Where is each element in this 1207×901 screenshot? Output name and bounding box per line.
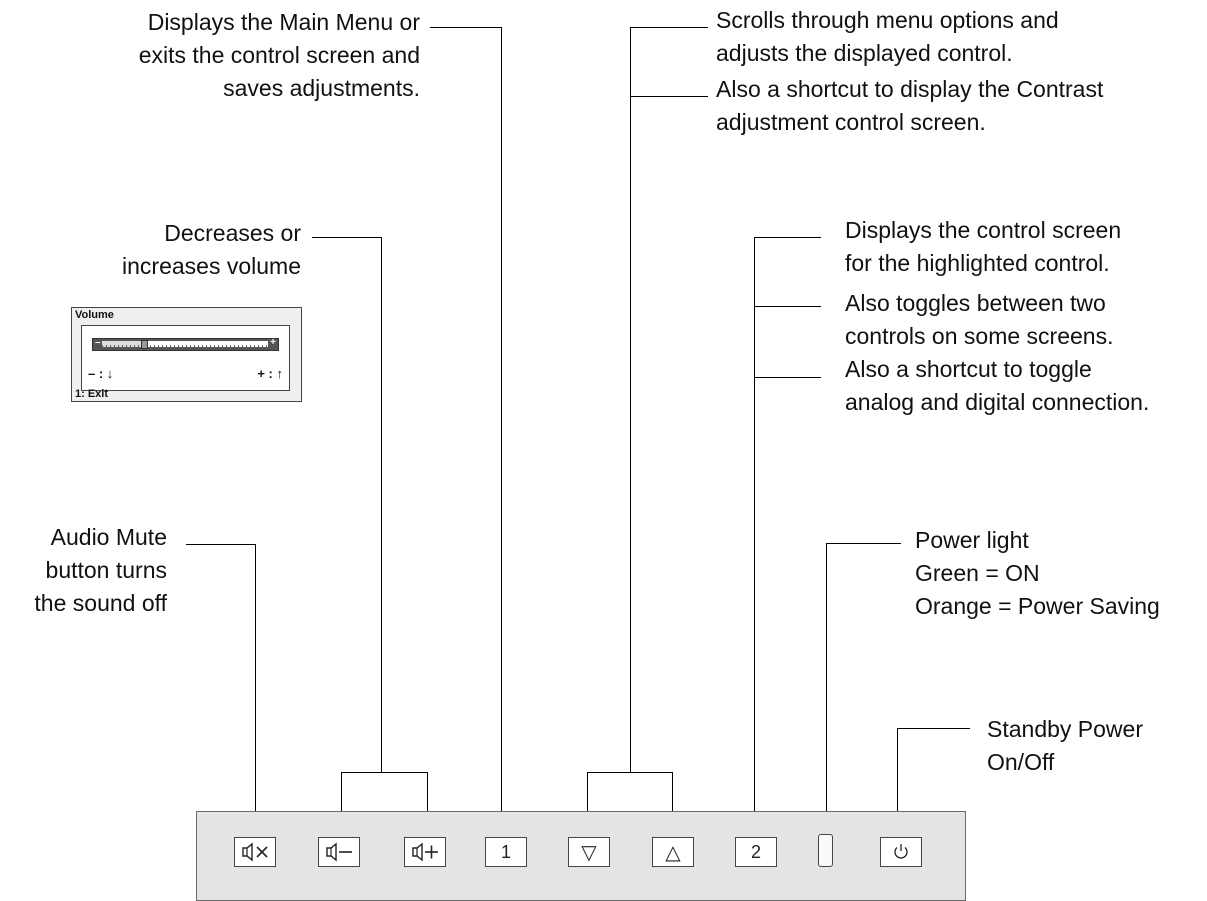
leader-scroll-v <box>630 27 631 773</box>
up-button[interactable]: △ <box>652 837 694 867</box>
power-button[interactable] <box>880 837 922 867</box>
leader-volume-bracket-r <box>427 772 428 813</box>
label-line: Decreases or <box>164 220 301 246</box>
leader-volume <box>312 237 382 238</box>
leader-volume-bracket <box>341 772 428 773</box>
label-toggle-connection: Also a shortcut to toggle analog and dig… <box>845 353 1149 419</box>
label-line: analog and digital connection. <box>845 389 1150 415</box>
leader-scroll-bracket-l <box>587 772 588 813</box>
leader-mute <box>186 544 256 545</box>
leader-control-screen <box>754 237 821 238</box>
label-line: increases volume <box>122 253 301 279</box>
volume-osd: Volume – + – : ↓ + : ↑ 1: Exit <box>71 307 302 402</box>
leader-scroll-bracket <box>587 772 673 773</box>
leader-volume-v <box>381 237 382 773</box>
label-line: adjusts the displayed control. <box>716 40 1013 66</box>
osd-minus: – <box>95 337 101 348</box>
power-led <box>818 834 833 867</box>
label-contrast: Also a shortcut to display the Contrast … <box>716 73 1103 139</box>
label-line: button turns <box>45 557 167 583</box>
label-line: Audio Mute <box>50 524 167 550</box>
osd-fill <box>102 341 144 347</box>
leader-toggle-connection <box>754 377 821 378</box>
label-line: exits the control screen and <box>138 42 420 68</box>
label-line: Displays the Main Menu or <box>147 9 420 35</box>
menu-button-1[interactable]: 1 <box>485 837 527 867</box>
osd-ticks <box>102 345 268 347</box>
leader-standby <box>897 728 970 729</box>
volume-down-icon <box>326 842 352 862</box>
label-line: Power light <box>915 527 1029 553</box>
osd-knob <box>140 340 148 349</box>
label-power-light: Power light Green = ON Orange = Power Sa… <box>915 524 1160 623</box>
label-mute: Audio Mute button turns the sound off <box>34 521 167 620</box>
label-line: Also a shortcut to toggle <box>845 356 1092 382</box>
osd-track <box>102 340 268 349</box>
leader-mute-v <box>255 544 256 813</box>
label-main-menu: Displays the Main Menu or exits the cont… <box>139 6 420 105</box>
power-icon <box>894 844 908 859</box>
leader-toggle-controls <box>754 306 821 307</box>
mute-icon <box>242 842 268 862</box>
leader-standby-v <box>897 728 898 813</box>
osd-decrease: – : ↓ <box>88 366 114 381</box>
volume-up-button[interactable] <box>404 837 446 867</box>
label-scroll: Scrolls through menu options and adjusts… <box>716 4 1059 70</box>
label-volume: Decreases or increases volume <box>122 217 301 283</box>
label-line: Orange = Power Saving <box>915 593 1160 619</box>
label-line: the sound off <box>34 590 167 616</box>
label-line: Also toggles between two <box>845 290 1106 316</box>
label-line: controls on some screens. <box>845 323 1114 349</box>
osd-exit: 1: Exit <box>75 388 109 400</box>
osd-inner: – + – : ↓ + : ↑ <box>81 325 290 391</box>
volume-up-icon <box>412 842 438 862</box>
label-standby: Standby Power On/Off <box>987 713 1143 779</box>
leader-volume-bracket-l <box>341 772 342 813</box>
label-line: Green = ON <box>915 560 1040 586</box>
leader-contrast <box>630 96 708 97</box>
leader-power-light <box>826 543 901 544</box>
label-line: Also a shortcut to display the Contrast <box>716 76 1104 102</box>
osd-volume-bar: – + <box>92 337 279 351</box>
leader-scroll <box>630 27 708 28</box>
osd-plus: + <box>270 337 276 348</box>
label-line: On/Off <box>987 749 1055 775</box>
label-line: Scrolls through menu options and <box>716 7 1059 33</box>
osd-increase: + : ↑ <box>257 366 283 381</box>
leader-power-light-v <box>826 543 827 813</box>
label-toggle-controls: Also toggles between two controls on som… <box>845 287 1113 353</box>
label-control-screen: Displays the control screen for the high… <box>845 214 1121 280</box>
leader-main-menu-v <box>501 27 502 813</box>
label-line: adjustment control screen. <box>716 109 986 135</box>
label-line: Standby Power <box>987 716 1143 742</box>
leader-scroll-bracket-r <box>672 772 673 813</box>
mute-button[interactable] <box>234 837 276 867</box>
leader-main-menu <box>430 27 502 28</box>
osd-title: Volume <box>75 309 114 321</box>
label-line: Displays the control screen <box>845 217 1122 243</box>
down-button[interactable]: ▽ <box>568 837 610 867</box>
select-button-2[interactable]: 2 <box>735 837 777 867</box>
leader-button-two-v <box>754 237 755 813</box>
volume-down-button[interactable] <box>318 837 360 867</box>
label-line: saves adjustments. <box>223 75 420 101</box>
label-line: for the highlighted control. <box>845 250 1110 276</box>
